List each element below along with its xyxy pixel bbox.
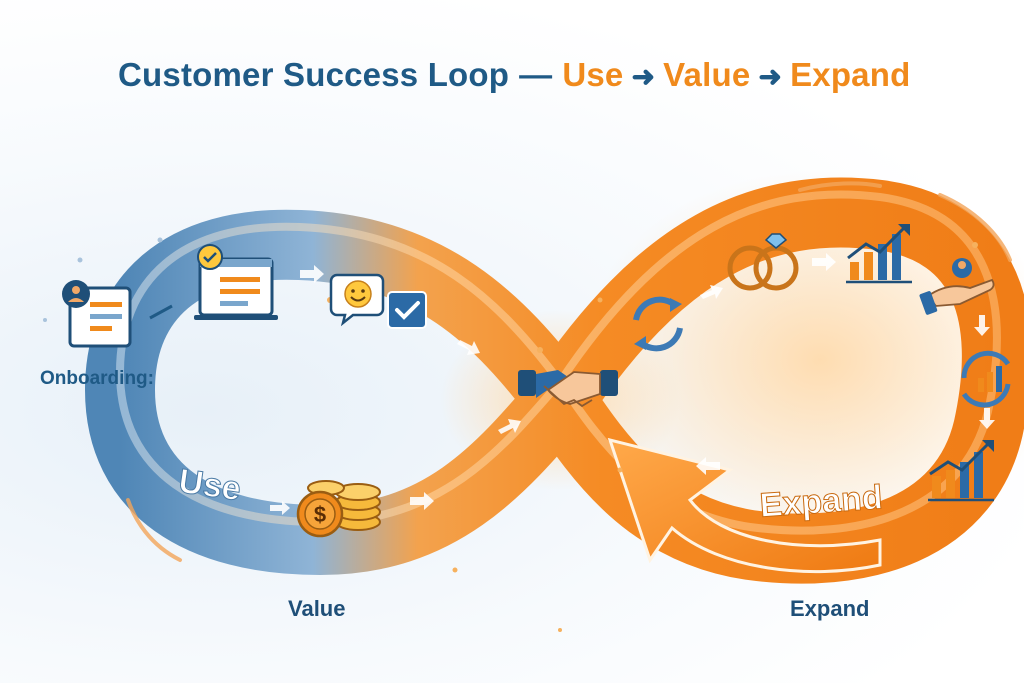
flow-arrows	[270, 253, 995, 515]
onboarding-label: Onboarding:	[40, 368, 154, 389]
title-expand: Expand	[790, 56, 911, 93]
onboarding-arrow	[149, 304, 173, 320]
title-arrow-1: ➜	[631, 61, 656, 92]
rings-icon	[727, 233, 799, 291]
chart-cycle-icon	[961, 350, 1011, 408]
refresh-cycle-icon	[633, 296, 683, 352]
blue-sparkles	[43, 237, 163, 322]
growth-chart-icon-2	[928, 440, 994, 502]
loop-label-expand: Expand	[759, 478, 884, 524]
loop-label-use: Use	[176, 462, 243, 508]
title-dash: —	[519, 56, 553, 93]
svg-text:$: $	[314, 502, 326, 527]
title-main: Customer Success Loop	[118, 56, 510, 93]
expand-big-arrow	[607, 437, 882, 574]
smile-bubble-icon	[329, 273, 385, 327]
chat-checklist-icon	[194, 244, 278, 320]
coins-icon: $	[296, 480, 381, 538]
title-arrow-2: ➜	[758, 61, 783, 92]
checkbox-icon	[387, 291, 427, 329]
expand-label: Expand	[790, 596, 870, 621]
value-label: Value	[288, 596, 346, 621]
profile-document-icon	[62, 280, 132, 348]
diagram-title: Customer Success Loop—Use➜Value➜Expand	[118, 56, 910, 94]
hand-user-icon	[919, 258, 995, 315]
growth-chart-icon	[846, 224, 912, 284]
handshake-icon	[518, 370, 618, 408]
title-use: Use	[562, 56, 624, 93]
title-value: Value	[663, 56, 751, 93]
outer-arrows	[126, 181, 1012, 562]
